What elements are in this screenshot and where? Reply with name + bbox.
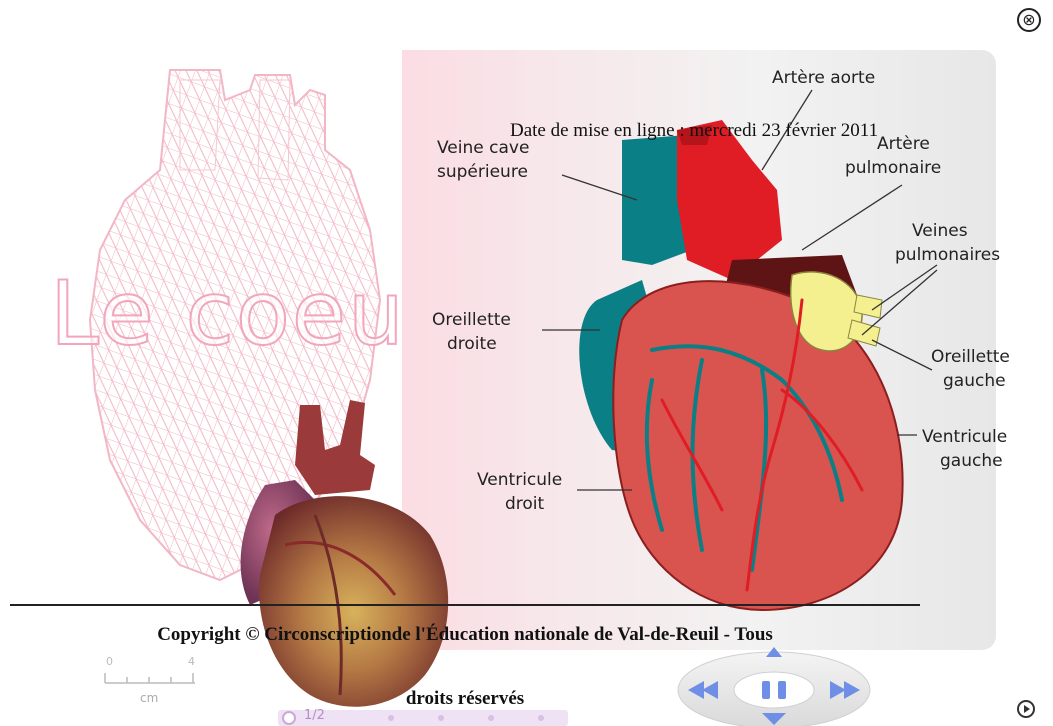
label-pulmonary-veins-2: pulmonaires [895, 243, 1000, 267]
scale-unit-label: cm [140, 691, 158, 705]
label-left-ventricle-2: gauche [940, 449, 1003, 473]
scale-bar: 0 4 cm [100, 655, 200, 715]
label-right-ventricle-1: Ventricule [477, 468, 562, 492]
label-right-ventricle-2: droit [505, 492, 544, 516]
label-left-ventricle-1: Ventricule [922, 425, 1007, 449]
label-pulmonary-artery-2: pulmonaire [845, 156, 941, 180]
zoom-step-dot[interactable] [438, 715, 444, 721]
play-icon[interactable] [1017, 700, 1035, 718]
label-pulmonary-veins-1: Veines [912, 219, 968, 243]
zoom-step-dot[interactable] [488, 715, 494, 721]
zoom-slider[interactable]: 1/2 [278, 710, 568, 726]
label-vena-cava-2: supérieure [437, 160, 528, 184]
close-icon: ⊗ [1022, 12, 1035, 28]
heart-photo [225, 395, 460, 715]
navigation-pad[interactable] [676, 645, 872, 726]
close-button[interactable]: ⊗ [1017, 8, 1041, 32]
zoom-step-dot[interactable] [388, 715, 394, 721]
scale-start-label: 0 [106, 655, 113, 668]
label-left-atrium-2: gauche [943, 369, 1006, 393]
scale-end-label: 4 [188, 655, 195, 668]
app-title: Le coeur [50, 270, 444, 358]
label-pulmonary-artery-1: Artère [877, 132, 930, 156]
zoom-level-label: 1/2 [304, 708, 325, 723]
scale-ruler-icon [100, 669, 200, 687]
label-aorta: Artère aorte [772, 66, 875, 90]
label-right-atrium-1: Oreillette [432, 308, 511, 332]
zoom-step-dot[interactable] [538, 715, 544, 721]
footer-divider [10, 604, 920, 606]
publication-date: Date de mise en ligne : mercredi 23 févr… [510, 120, 878, 142]
label-left-atrium-1: Oreillette [931, 345, 1010, 369]
zoom-slider-handle[interactable] [282, 711, 296, 725]
label-right-atrium-2: droite [447, 332, 497, 356]
